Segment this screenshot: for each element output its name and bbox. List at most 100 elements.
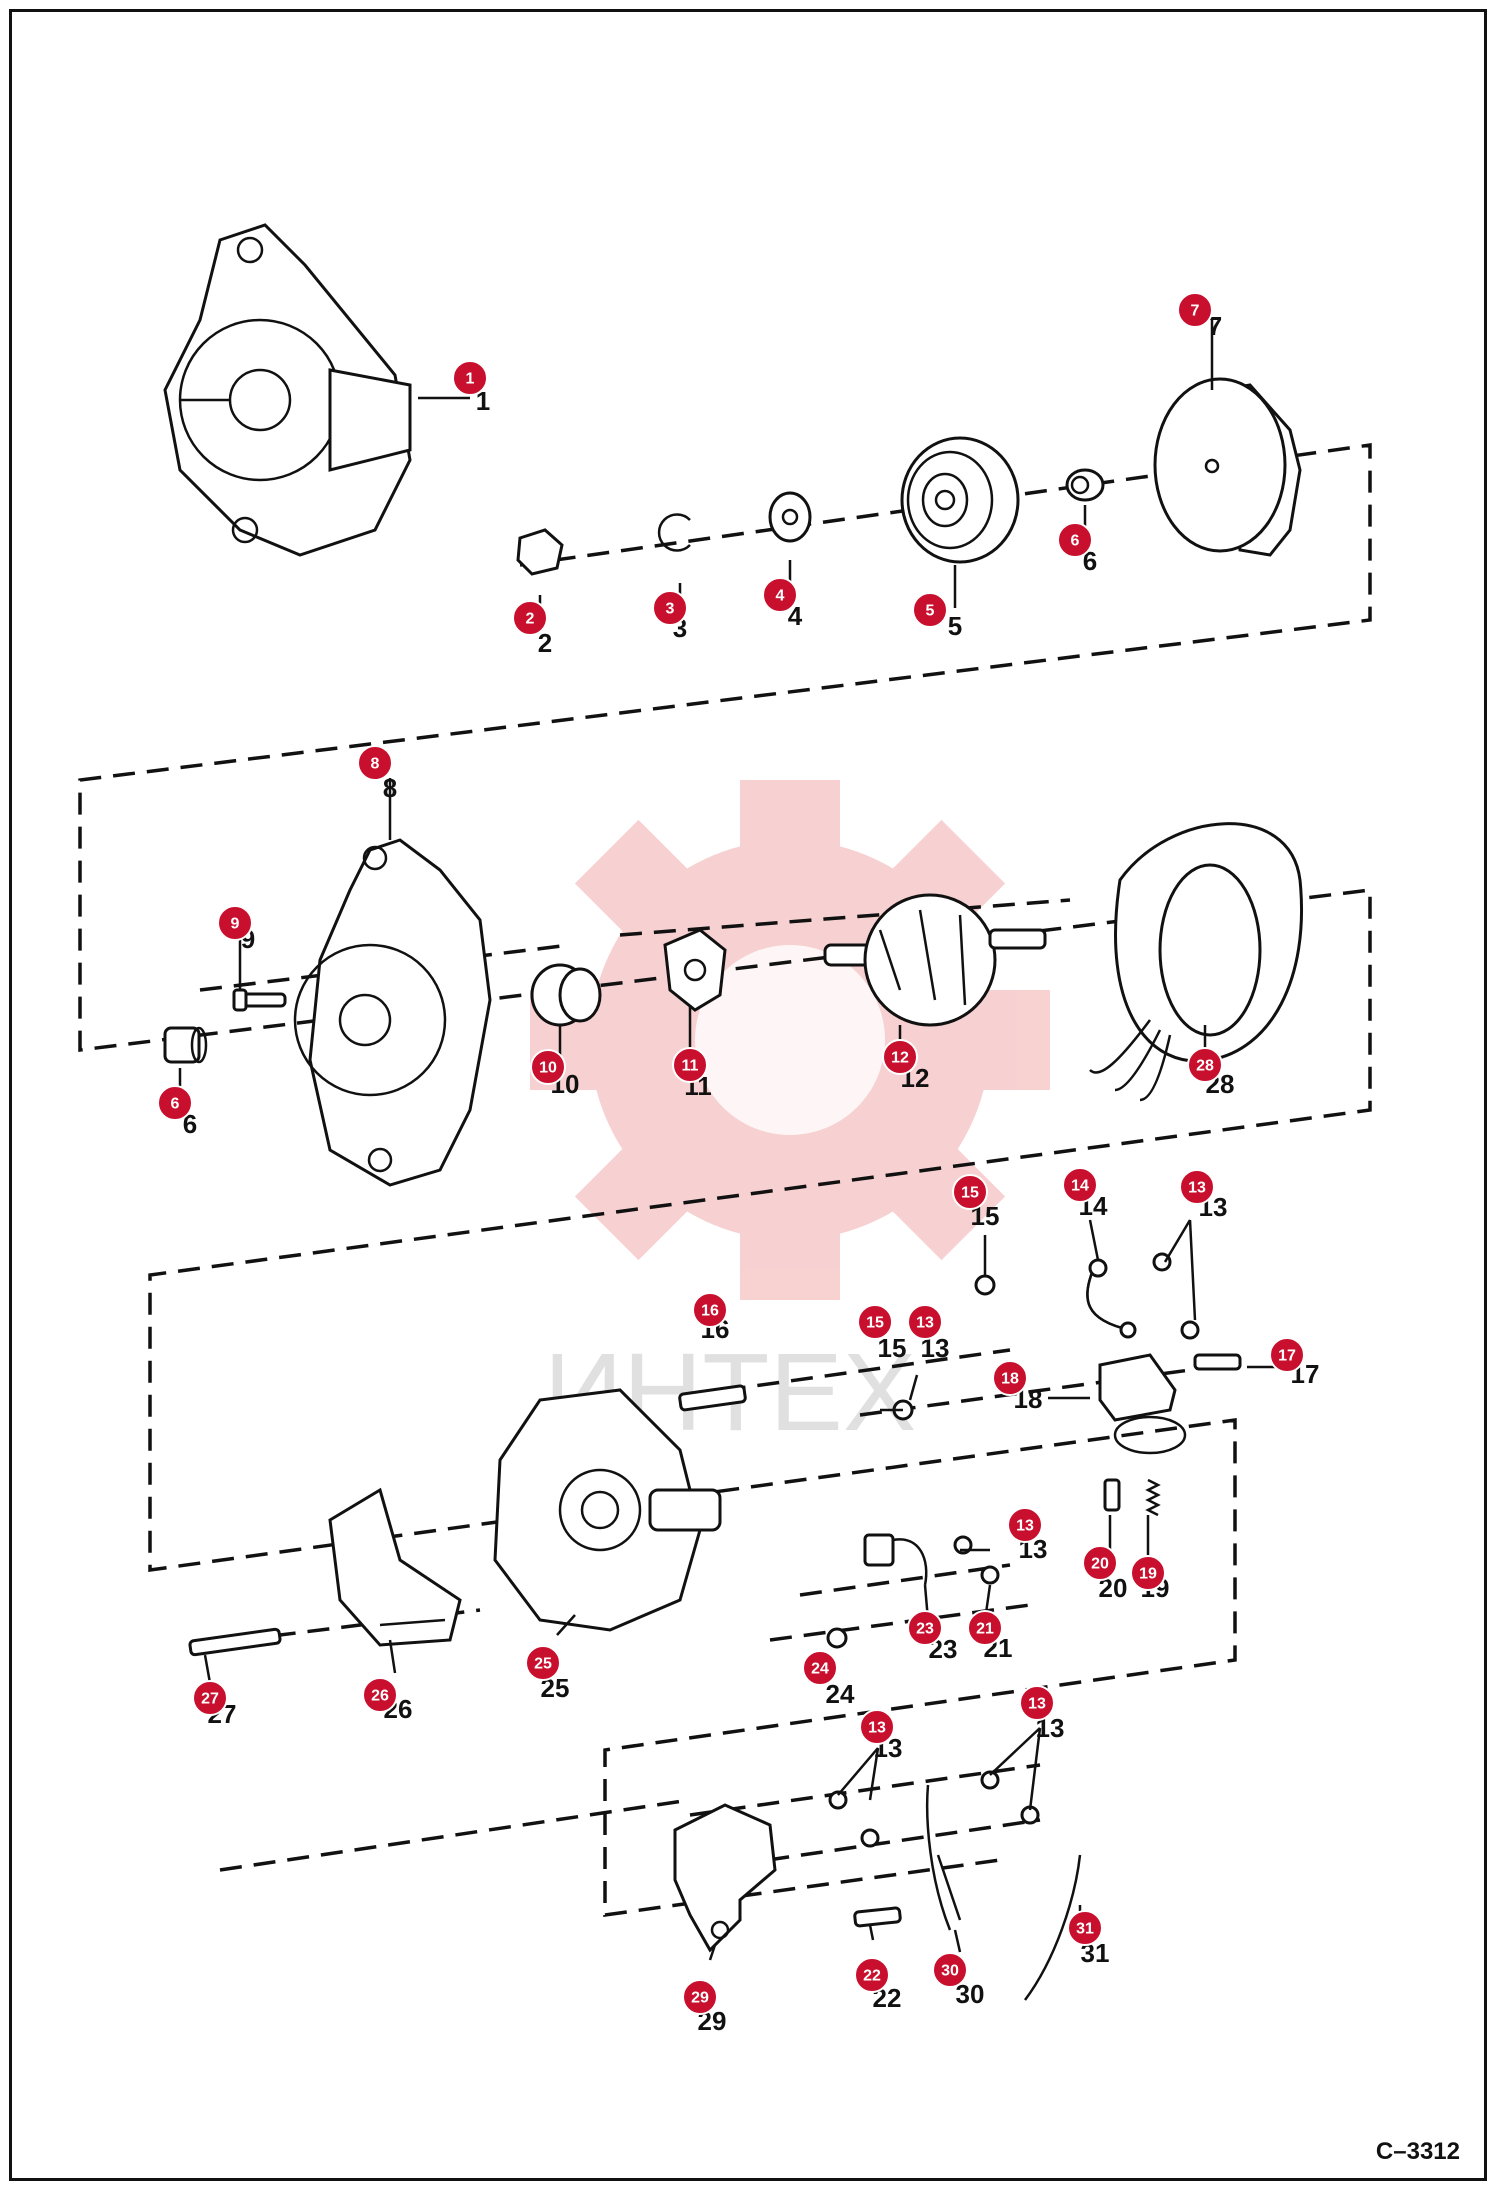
part-10-bearing xyxy=(530,963,602,1027)
part-1-front-housing xyxy=(163,223,412,557)
callout-number: 9 xyxy=(231,916,240,933)
callout-26: 26 xyxy=(362,1677,398,1713)
callout-number: 10 xyxy=(539,1060,557,1077)
part-11-retainer-plate xyxy=(663,928,727,1012)
part-label-7: 7 xyxy=(1208,311,1222,341)
callout-17: 17 xyxy=(1269,1337,1305,1373)
part-31-wire xyxy=(1023,1854,1082,2001)
callout-21: 21 xyxy=(967,1610,1003,1646)
callout-number: 7 xyxy=(1191,303,1200,320)
callout-3: 3 xyxy=(652,590,688,626)
part-label-1: 1 xyxy=(476,386,490,416)
callout-number: 31 xyxy=(1076,1921,1094,1938)
callout-number: 11 xyxy=(682,1058,699,1075)
callout-number: 17 xyxy=(1278,1348,1296,1365)
callout-6: 6 xyxy=(157,1085,193,1121)
callout-number: 18 xyxy=(1001,1371,1019,1388)
callout-16: 16 xyxy=(692,1292,728,1328)
callout-1: 1 xyxy=(452,360,488,396)
part-6-bushing xyxy=(163,1026,208,1064)
part-28-stator xyxy=(1089,822,1303,1102)
callout-number: 5 xyxy=(926,603,935,620)
callout-number: 6 xyxy=(1071,533,1080,550)
callout-10: 10 xyxy=(530,1049,566,1085)
callout-25: 25 xyxy=(525,1645,561,1681)
part-label-5: 5 xyxy=(948,611,962,641)
part-30-lead xyxy=(925,1784,962,1931)
callout-12: 12 xyxy=(882,1039,918,1075)
callout-number: 14 xyxy=(1071,1178,1089,1195)
callout-7: 7 xyxy=(1177,292,1213,328)
callout-number: 13 xyxy=(1028,1696,1046,1713)
part-23-diode-lead xyxy=(863,1533,928,1586)
callout-number: 16 xyxy=(701,1303,719,1320)
callout-number: 1 xyxy=(466,371,475,388)
callout-number: 23 xyxy=(916,1621,934,1638)
callout-13: 13 xyxy=(1019,1685,1055,1721)
part-7-fan xyxy=(1153,377,1302,557)
callout-number: 25 xyxy=(534,1656,552,1673)
callout-13: 13 xyxy=(1007,1507,1043,1543)
callout-number: 13 xyxy=(868,1720,886,1737)
part-18-brush-holder xyxy=(1098,1353,1187,1455)
callout-13: 13 xyxy=(907,1304,943,1340)
callout-24: 24 xyxy=(802,1650,838,1686)
callout-23: 23 xyxy=(907,1610,943,1646)
diagram-frame xyxy=(9,9,1487,2181)
callout-number: 6 xyxy=(171,1096,180,1113)
callout-14: 14 xyxy=(1062,1167,1098,1203)
callout-number: 12 xyxy=(891,1050,909,1067)
callout-13: 13 xyxy=(859,1709,895,1745)
watermark-logo: ИНТЕХ xyxy=(530,780,1050,1454)
part-16-bolt xyxy=(678,1384,747,1412)
callout-28: 28 xyxy=(1187,1047,1223,1083)
callout-number: 8 xyxy=(371,756,380,773)
callout-number: 2 xyxy=(526,611,535,628)
part-26-heat-sink xyxy=(328,1487,462,1647)
callout-15: 15 xyxy=(857,1304,893,1340)
part-29-regulator-cover xyxy=(673,1803,777,1953)
callout-13: 13 xyxy=(1179,1169,1215,1205)
part-5-pulley xyxy=(900,436,1020,564)
part-22-screw xyxy=(853,1906,902,1928)
callout-number: 28 xyxy=(1196,1058,1214,1075)
callout-30: 30 xyxy=(932,1952,968,1988)
callout-number: 20 xyxy=(1091,1556,1109,1573)
part-8-rear-housing xyxy=(293,838,492,1187)
callout-number: 15 xyxy=(961,1185,979,1202)
part-19-spring xyxy=(1145,1478,1161,1517)
callout-19: 19 xyxy=(1130,1555,1166,1591)
callout-number: 19 xyxy=(1139,1566,1157,1583)
part-17-screw xyxy=(1193,1353,1242,1371)
part-20-brush xyxy=(1103,1478,1121,1512)
callout-number: 29 xyxy=(691,1990,709,2007)
nut-small-parts xyxy=(826,1252,1200,1848)
callout-number: 26 xyxy=(371,1688,389,1705)
callout-number: 24 xyxy=(811,1661,829,1678)
callout-number: 3 xyxy=(666,601,675,618)
part-27-bolt xyxy=(188,1627,282,1657)
part-6-spacer xyxy=(1065,468,1105,502)
diagram-code: C–3312 xyxy=(1375,2138,1460,2165)
part-9-screw xyxy=(232,988,287,1012)
callout-number: 13 xyxy=(1188,1180,1206,1197)
callout-2: 2 xyxy=(512,600,548,636)
callout-number: 13 xyxy=(916,1315,934,1332)
callout-6: 6 xyxy=(1057,522,1093,558)
callout-8: 8 xyxy=(357,745,393,781)
callout-15: 15 xyxy=(952,1174,988,1210)
callout-27: 27 xyxy=(192,1680,228,1716)
part-label-8: 8 xyxy=(383,773,397,803)
callout-20: 20 xyxy=(1082,1545,1118,1581)
callout-4: 4 xyxy=(762,577,798,613)
part-25-slip-ring-housing xyxy=(493,1388,722,1632)
callout-number: 30 xyxy=(941,1963,959,1980)
part-label-2: 2 xyxy=(538,628,552,658)
callout-29: 29 xyxy=(682,1979,718,2015)
part-4-washer xyxy=(768,491,812,543)
callout-number: 22 xyxy=(863,1968,881,1985)
callout-number: 4 xyxy=(776,588,785,605)
part-label-24: 24 xyxy=(826,1679,855,1709)
callout-31: 31 xyxy=(1067,1910,1103,1946)
